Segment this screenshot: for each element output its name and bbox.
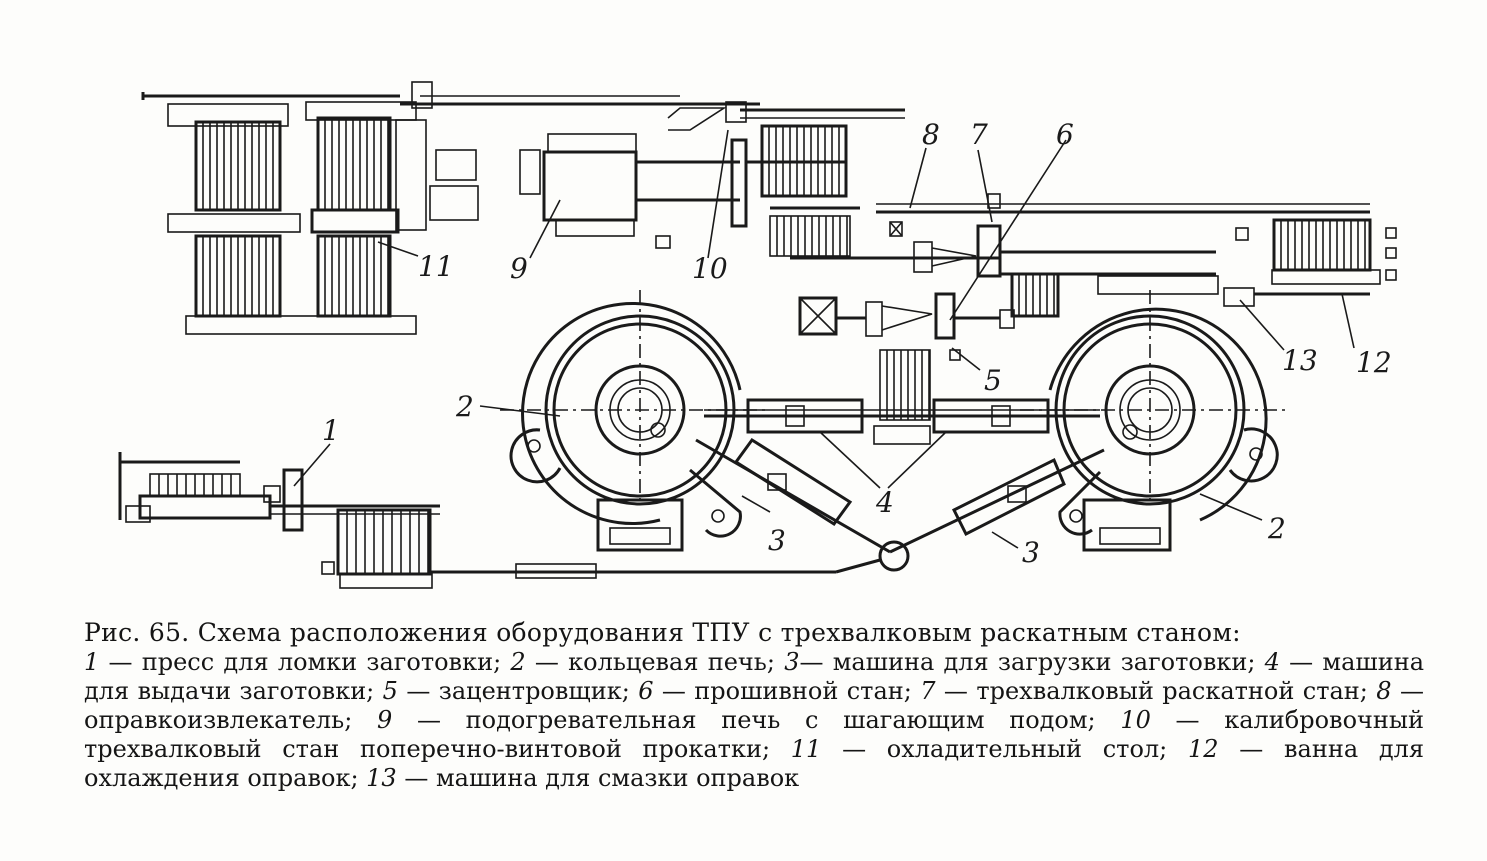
press-table-bars bbox=[158, 474, 429, 574]
label-7: 7 bbox=[970, 118, 988, 151]
label-3-left: 3 bbox=[768, 524, 786, 557]
caption-item-number: 7 bbox=[920, 677, 936, 705]
label-9: 9 bbox=[510, 252, 528, 285]
label-1: 1 bbox=[322, 414, 340, 447]
caption-item-text: — машина для выдачи заготовки; bbox=[84, 648, 1425, 705]
label-10: 10 bbox=[692, 252, 728, 285]
caption-item: 9 — подогревательная печь с шагающим под… bbox=[377, 706, 1120, 734]
ring-furnace-left bbox=[500, 290, 770, 552]
label-2-left: 2 bbox=[455, 390, 474, 423]
caption-item: 6 — прошивной стан; bbox=[638, 677, 920, 705]
loading-machine-right bbox=[878, 448, 1105, 572]
top-rail bbox=[400, 81, 905, 131]
label-4: 4 bbox=[875, 486, 894, 519]
caption-item-number: 13 bbox=[366, 764, 397, 792]
leader-lines bbox=[293, 129, 1355, 549]
caption-item-number: 10 bbox=[1120, 706, 1151, 734]
caption-item-text: — охладительный стол; bbox=[821, 735, 1188, 763]
caption-item-number: 4 bbox=[1264, 648, 1280, 676]
caption-item: 8 — оправкоизвлекатель; bbox=[84, 677, 1424, 734]
label-2-right: 2 bbox=[1267, 512, 1286, 545]
caption-item-text: — пресс для ломки заготовки; bbox=[99, 648, 511, 676]
equipment-layout-diagram: 1 2 2 3 3 4 5 6 7 8 9 10 11 12 13 bbox=[118, 81, 1397, 589]
caption-item-text: — прошивной стан; bbox=[653, 677, 921, 705]
loading-machine-left bbox=[695, 437, 891, 554]
caption-item-text: — калибровочный трехвалковый стан попере… bbox=[84, 706, 1424, 763]
caption-item: 3— машина для загрузки заготовки; bbox=[784, 648, 1264, 676]
caption-item-number: 9 bbox=[377, 706, 393, 734]
caption-item-text: — оправкоизвлекатель; bbox=[84, 677, 1424, 734]
label-5: 5 bbox=[984, 364, 1002, 397]
caption-item-number: 11 bbox=[790, 735, 822, 763]
caption-item: 1 — пресс для ломки заготовки; bbox=[84, 648, 510, 676]
label-11: 11 bbox=[418, 250, 454, 283]
caption-item-number: 5 bbox=[382, 677, 398, 705]
caption-item-number: 6 bbox=[638, 677, 654, 705]
caption-item-number: 1 bbox=[84, 648, 100, 676]
caption-item: 5 — зацентровщик; bbox=[383, 677, 639, 705]
billet-breaking-press bbox=[118, 452, 881, 589]
caption-item: 7 — трехвалковый раскатной стан; bbox=[920, 677, 1376, 705]
label-13: 13 bbox=[1282, 344, 1318, 377]
label-8: 8 bbox=[922, 118, 940, 151]
caption-item-number: 8 bbox=[1376, 677, 1392, 705]
mandrel-line bbox=[790, 193, 1397, 318]
walking-beam-furnace bbox=[519, 133, 740, 249]
caption-item-text: — трехвалковый раскатной стан; bbox=[935, 677, 1377, 705]
label-6: 6 bbox=[1056, 118, 1074, 151]
caption-item-text: — подогревательная печь с шагающим подом… bbox=[392, 706, 1121, 734]
ring-furnace-right bbox=[1020, 290, 1290, 552]
discharge-machine bbox=[704, 398, 1100, 489]
cooling-table bbox=[141, 92, 479, 335]
caption-item: 10 — калибровочный трехвалковый стан поп… bbox=[84, 706, 1424, 763]
caption-item-text: — машина для загрузки заготовки; bbox=[799, 648, 1265, 676]
caption-item-text: — зацентровщик; bbox=[397, 677, 639, 705]
caption-item-number: 3 bbox=[784, 648, 800, 676]
caption-item-text: — ванна для охлаждения оправок; bbox=[84, 735, 1425, 792]
cooling-table-bars bbox=[202, 118, 1366, 420]
caption-title: Рис. 65. Схема расположения оборудования… bbox=[84, 618, 1241, 647]
figure-caption: Рис. 65. Схема расположения оборудования… bbox=[84, 618, 1424, 793]
label-3-right: 3 bbox=[1022, 536, 1040, 569]
label-12: 12 bbox=[1356, 346, 1392, 379]
caption-item-text: — кольцевая печь; bbox=[525, 648, 785, 676]
caption-item: 11 — охладительный стол; bbox=[791, 735, 1188, 763]
caption-item: 2 — кольцевая печь; bbox=[510, 648, 784, 676]
centering-machine bbox=[798, 292, 1015, 445]
caption-item: 13 — машина для смазки оправок bbox=[366, 764, 799, 792]
caption-item-number: 2 bbox=[510, 648, 526, 676]
caption-item-text: — машина для смазки оправок bbox=[396, 764, 800, 792]
caption-item: 12 — ванна для охлаждения оправок; bbox=[84, 735, 1424, 792]
sizing-mill bbox=[730, 124, 860, 257]
caption-item-number: 12 bbox=[1187, 735, 1219, 763]
caption-item: 4 — машина для выдачи заготовки; bbox=[84, 648, 1424, 705]
